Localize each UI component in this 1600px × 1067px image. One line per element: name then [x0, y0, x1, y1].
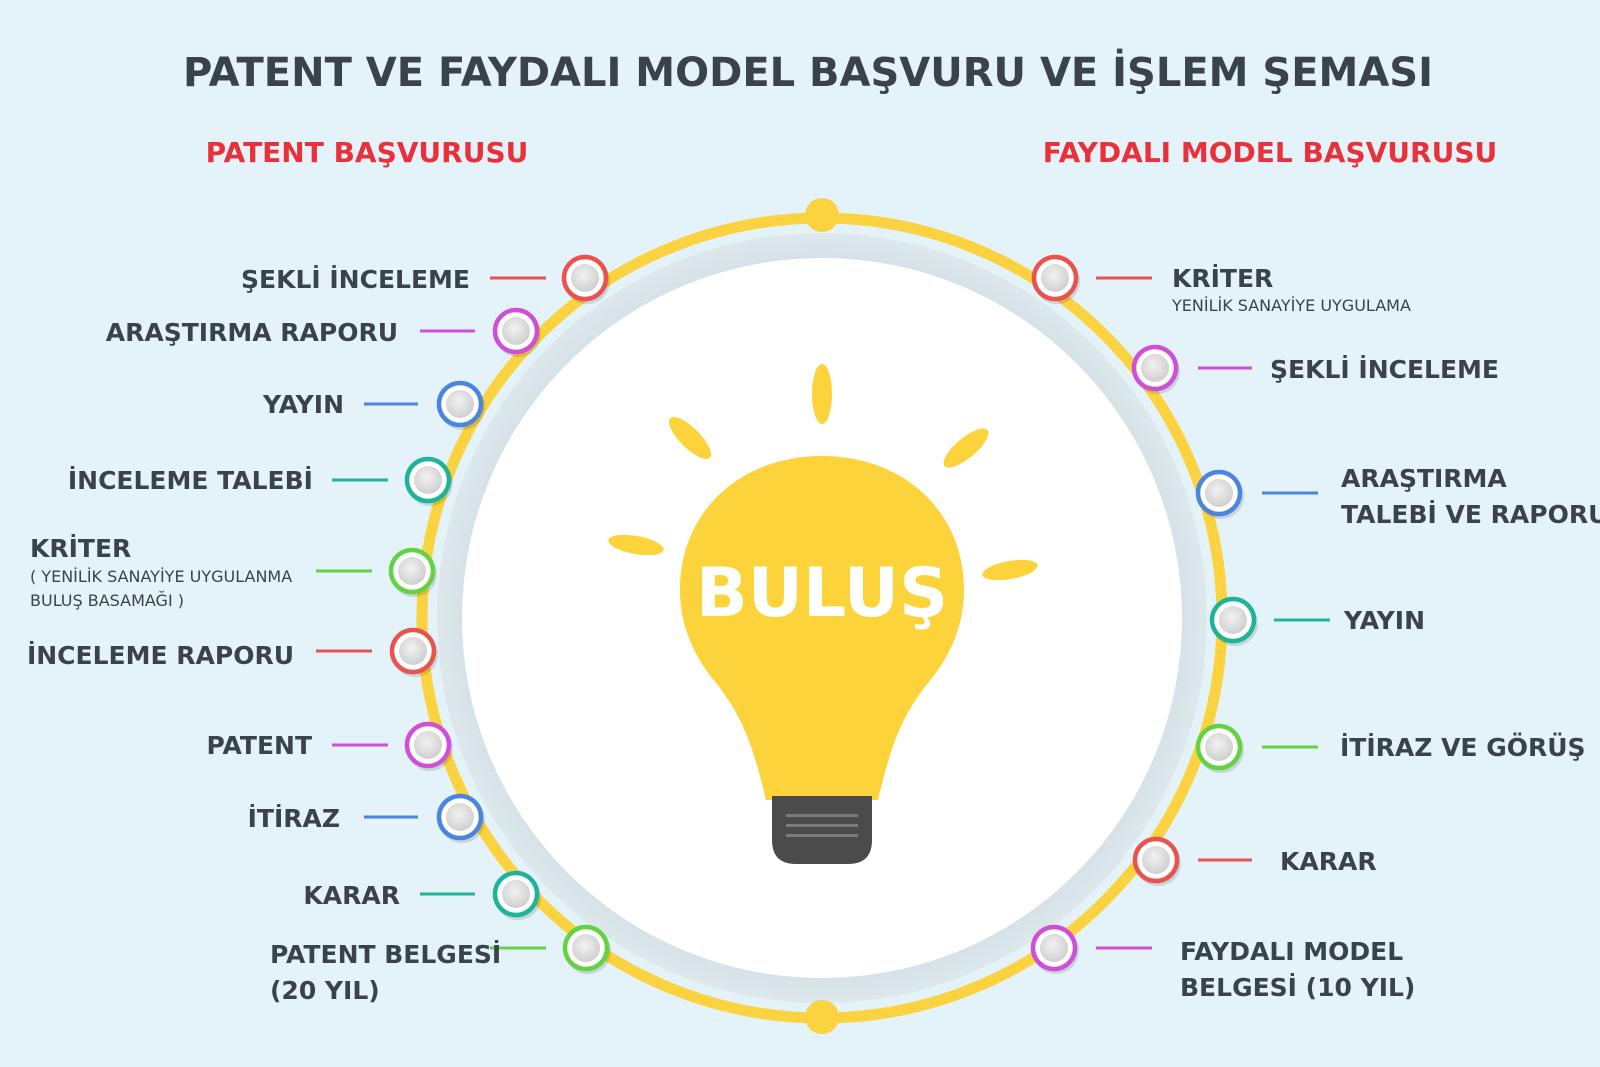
step-sublabel: BULUŞ BASAMAĞI )	[30, 591, 184, 610]
step-node	[1030, 924, 1079, 974]
step-label-line2: BELGESİ (10 YIL)	[1180, 972, 1415, 1002]
patent-step-6: İNCELEME RAPORU	[27, 627, 438, 677]
step-node	[404, 456, 453, 506]
step-sublabel: ( YENİLİK SANAYİYE UYGULANMA	[30, 567, 292, 586]
step-node	[561, 254, 610, 304]
step-label: KARAR	[303, 881, 400, 910]
step-node	[562, 924, 611, 974]
step-sublabel: YENİLİK SANAYİYE UYGULAMA	[1171, 296, 1411, 315]
diagram-title: PATENT VE FAYDALI MODEL BAŞVURU VE İŞLEM…	[183, 48, 1433, 96]
utility-model-step-2: ŞEKLİ İNCELEME	[1131, 344, 1499, 394]
step-node	[388, 547, 437, 597]
step-label: YAYIN	[262, 390, 344, 419]
step-label-line2: TALEBİ VE RAPORU	[1341, 499, 1600, 529]
step-label: İTİRAZ	[248, 803, 340, 833]
patent-step-8: İTİRAZ	[248, 793, 485, 843]
step-label: PATENT	[206, 731, 312, 760]
step-node	[1195, 469, 1244, 519]
step-label: ARAŞTIRMA	[1341, 464, 1507, 493]
patent-steps: ŞEKLİ İNCELEME ARAŞTIRMA RAPORU YAYIN İNCEL…	[27, 254, 611, 1005]
step-label: PATENT BELGESİ	[270, 939, 501, 969]
lightbulb-icon	[608, 364, 1038, 864]
step-label: İNCELEME RAPORU	[27, 640, 294, 670]
step-label: ŞEKLİ İNCELEME	[1270, 354, 1499, 384]
center-label: BULUŞ	[696, 554, 948, 633]
utility-model-step-5: İTİRAZ VE GÖRÜŞ	[1195, 723, 1586, 773]
patent-step-7: PATENT	[206, 721, 453, 771]
patent-step-2: ARAŞTIRMA RAPORU	[106, 307, 541, 357]
step-label: İNCELEME TALEBİ	[68, 465, 313, 495]
patent-step-4: İNCELEME TALEBİ	[68, 456, 453, 506]
step-node	[1209, 596, 1258, 646]
step-label: İTİRAZ VE GÖRÜŞ	[1340, 732, 1586, 762]
utility-model-steps: KRİTER YENİLİK SANAYİYE UYGULAMA ŞEKLİ İNC…	[1030, 254, 1600, 1002]
patent-step-10: PATENT BELGESİ (20 YIL)	[270, 924, 611, 1005]
left-heading: PATENT BAŞVURUSU	[206, 136, 529, 169]
patent-step-3: YAYIN	[262, 380, 485, 430]
ring-top-dot	[805, 198, 839, 232]
step-label: ARAŞTIRMA RAPORU	[106, 318, 398, 347]
step-label: KRİTER	[30, 533, 131, 563]
utility-model-step-3: ARAŞTIRMA TALEBİ VE RAPORU	[1195, 464, 1600, 529]
step-label: FAYDALI MODEL	[1180, 937, 1403, 966]
step-node	[436, 380, 485, 430]
patent-step-1: ŞEKLİ İNCELEME	[241, 254, 610, 304]
step-label: KRİTER	[1172, 263, 1273, 293]
right-heading: FAYDALI MODEL BAŞVURUSU	[1043, 136, 1498, 169]
step-label: KARAR	[1280, 847, 1377, 876]
step-label: ŞEKLİ İNCELEME	[241, 264, 470, 294]
patent-step-5: KRİTER ( YENİLİK SANAYİYE UYGULANMA BULUŞ …	[30, 533, 437, 610]
ring-bottom-dot	[805, 1000, 839, 1034]
step-node	[436, 793, 485, 843]
step-node	[492, 870, 541, 920]
step-label-line2: (20 YIL)	[270, 976, 380, 1005]
patent-step-9: KARAR	[303, 870, 541, 920]
utility-model-step-6: KARAR	[1132, 836, 1377, 886]
step-node	[404, 721, 453, 771]
step-node	[1195, 723, 1244, 773]
utility-model-step-4: YAYIN	[1209, 596, 1425, 646]
utility-model-step-1: KRİTER YENİLİK SANAYİYE UYGULAMA	[1031, 254, 1411, 315]
utility-model-step-7: FAYDALI MODEL BELGESİ (10 YIL)	[1030, 924, 1415, 1002]
step-node	[492, 307, 541, 357]
step-node	[1031, 254, 1080, 304]
step-label: YAYIN	[1343, 606, 1425, 635]
step-node	[1131, 344, 1180, 394]
step-node	[389, 627, 438, 677]
step-node	[1132, 836, 1181, 886]
